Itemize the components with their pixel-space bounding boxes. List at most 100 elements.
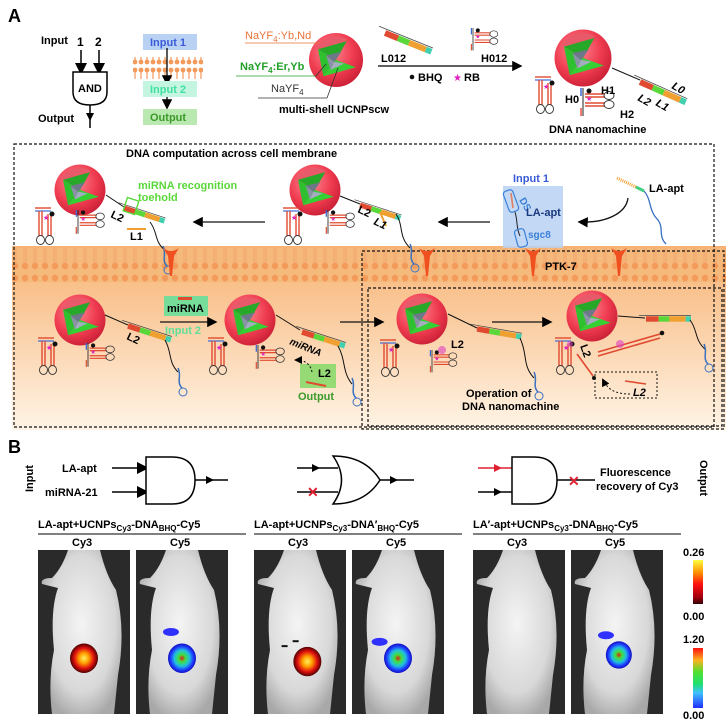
gate3-blocked-x: ✕ <box>568 473 580 489</box>
nanomachine-caption: DNA nanomachine <box>549 124 646 136</box>
and-gate-label: AND <box>78 83 102 95</box>
toehold-label-line1: miRNA recognition <box>138 180 237 192</box>
and-input-2: 2 <box>95 35 102 49</box>
inside-input-2: Input 2 <box>165 325 201 337</box>
top-left-l2: L2 <box>109 209 126 225</box>
and-output-label: Output <box>38 113 74 125</box>
operation-inner-box <box>367 287 723 427</box>
step-l012: L012 <box>381 53 406 65</box>
cy5-scale-max: 1.20 <box>683 634 704 646</box>
flow-input-1: Input 1 <box>150 37 186 49</box>
mouse-image-3-cy5 <box>571 550 663 714</box>
gate-2-or: ✕ <box>297 455 414 505</box>
gate2-blocked-x: ✕ <box>307 484 319 500</box>
cy3-scale-max: 0.26 <box>683 547 704 559</box>
inside-output: Output <box>298 391 334 403</box>
mirna-label: miRNA <box>167 303 204 315</box>
legend-bhq: BHQ <box>418 72 443 84</box>
fluorescence-spot <box>597 631 614 640</box>
input-axis-label: Input <box>24 465 36 492</box>
label-h2: H2 <box>620 109 634 121</box>
membrane-box-title: DNA computation across cell membrane <box>126 148 337 160</box>
gate3-out-line1: Fluorescence <box>600 467 671 479</box>
mouse-image-3-cy3 <box>473 550 565 714</box>
and-input-1: 1 <box>77 35 84 49</box>
top-row-middle: L2 L1 <box>282 164 420 273</box>
core-label: NaYF4 <box>271 83 304 97</box>
label-l1: L1 <box>654 97 671 114</box>
label-h0: H0 <box>565 94 579 106</box>
and-gate-schematic: Input 1 2 AND Output <box>38 35 108 128</box>
mouse-image-2-cy3 <box>254 550 346 714</box>
shell-middle-label: NaYF4:Er,Yb <box>240 61 305 75</box>
assembly-steps: L012 BHQ ★ RB H012 <box>376 25 523 84</box>
group-title: LA′-apt+UCNPsCy3-DNABHQ-Cy5 <box>473 519 638 533</box>
channel-label: Cy5 <box>170 537 190 549</box>
mouse-image-1-cy5 <box>136 550 228 714</box>
cy3-scale-min: 0.00 <box>683 611 704 623</box>
color-scale-cy3: 0.26 0.00 <box>683 547 704 623</box>
operation-step-2: L2 L2 <box>554 290 714 399</box>
inside-1-l2: L2 <box>125 331 142 347</box>
label-l2: L2 <box>636 92 653 109</box>
membrane-computation-box <box>13 143 715 428</box>
op-caption-line2: DNA nanomachine <box>462 401 559 413</box>
fluorescence-spot <box>371 637 388 646</box>
channel-label: Cy3 <box>507 537 527 549</box>
top-mid-l2: L2 <box>356 204 373 220</box>
step-h012: H012 <box>481 53 507 65</box>
flow-output: Output <box>150 112 186 124</box>
op2-l2: L2 <box>577 343 593 359</box>
op-l2: L2 <box>451 339 464 351</box>
free-la-apt-label: LA-apt <box>649 183 684 195</box>
panel-a-label: A <box>8 6 21 26</box>
gate1-in1: LA-apt <box>62 463 97 475</box>
flow-input-2: Input 2 <box>150 84 186 96</box>
op-caption-line1: Operation of <box>466 388 532 400</box>
aptamer-input-1: Input 1 <box>513 173 549 185</box>
output-axis-label: Output <box>697 460 709 496</box>
and-input-label: Input <box>41 35 68 47</box>
group-title: LA-apt+UCNPsCy3-DNABHQ-Cy5 <box>38 519 200 533</box>
channel-label: Cy5 <box>386 537 406 549</box>
channel-label: Cy3 <box>72 537 92 549</box>
ucnp-caption: multi-shell UCNPscw <box>279 104 389 116</box>
legend-rb: RB <box>464 72 480 84</box>
mouse-image-1-cy3 <box>38 550 130 714</box>
label-h1: H1 <box>601 85 615 97</box>
fluorescence-spot <box>605 641 632 669</box>
dna-nanomachine: H0 H1 H2 L2 L1 L0 DNA nanomachine <box>534 29 688 136</box>
cy5-scale-min: 0.00 <box>683 710 704 722</box>
output-l2: L2 <box>318 368 331 380</box>
receptor-label: PTK-7 <box>545 261 577 273</box>
inside-step-1: L2 <box>37 294 188 397</box>
group-title: LA-apt+UCNPsCy3-DNA′BHQ-Cy5 <box>254 519 419 533</box>
top-mid-l1: L1 <box>372 216 389 232</box>
fluorescence-spot <box>168 643 196 673</box>
color-scale-cy5: 1.20 0.00 <box>683 634 704 722</box>
mouse-image-2-cy5 <box>352 550 444 714</box>
released-l2: L2 <box>633 387 646 399</box>
cell-membrane <box>12 248 726 282</box>
channel-label: Cy3 <box>288 537 308 549</box>
gate3-out-line2: recovery of Cy3 <box>596 481 679 493</box>
ucnp-structure: NaYF4:Yb,Nd NaYF4:Er,Yb NaYF4 multi-shel… <box>236 30 389 116</box>
gate1-in2: miRNA-21 <box>45 487 98 499</box>
label-sgc8: sgc8 <box>528 230 551 241</box>
operation-step-1: L2 Operation of DNA nanomachine <box>379 293 559 413</box>
gate-1-and: LA-apt miRNA-21 <box>45 456 228 505</box>
free-la-apt: LA-apt <box>577 176 684 245</box>
top-left-l1: L1 <box>130 231 143 243</box>
gate-3-and: ✕ Fluorescence recovery of Cy3 <box>478 456 679 505</box>
panel-b-label: B <box>8 437 21 457</box>
channel-label: Cy5 <box>605 537 625 549</box>
svg-text:★: ★ <box>453 73 462 84</box>
mirna-input-2: miRNA Input 2 <box>160 296 218 337</box>
fluorescence-spot <box>70 643 98 673</box>
shell-outer-label: NaYF4:Yb,Nd <box>245 30 311 44</box>
top-row-left: miRNA recognition toehold L2 L1 <box>34 164 237 275</box>
label-la-apt-bound: LA-apt <box>526 207 561 219</box>
input-flow-schematic: Input 1 Input 2 Output <box>133 34 203 125</box>
toehold-label-line2: toehold <box>138 192 178 204</box>
